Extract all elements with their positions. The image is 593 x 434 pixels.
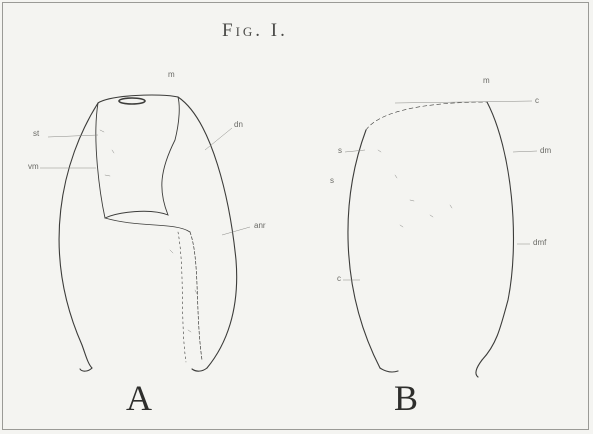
- panel-b-label-s-upper: s: [338, 146, 342, 155]
- panel-a-right-foot: [192, 368, 207, 371]
- panel-b-rim: [366, 102, 487, 130]
- panel-a-inner-sac: [96, 97, 179, 218]
- panel-b-right-foot: [476, 360, 482, 377]
- panel-a-oral-opening: [119, 98, 145, 104]
- panel-b-label-m: m: [483, 76, 490, 85]
- panel-a-sac-floor: [105, 218, 190, 232]
- panel-b-left-wall: [348, 130, 380, 368]
- panel-b-letter: B: [394, 377, 418, 419]
- panel-a-label-dn: dn: [234, 120, 243, 129]
- leader-b-s1: [345, 150, 365, 152]
- leader-a-st: [48, 135, 98, 137]
- panel-b-label-dm: dm: [540, 146, 551, 155]
- panel-a-label-vm: vm: [28, 162, 39, 171]
- panel-b-label-s-mid: s: [330, 176, 334, 185]
- panel-a-label-anr: anr: [254, 221, 266, 230]
- leader-b-c-top: [395, 101, 532, 103]
- panel-a-outer-left-wall: [59, 103, 98, 368]
- leader-a-anr: [222, 227, 250, 235]
- panel-b-label-c-top: c: [535, 96, 539, 105]
- panel-a-left-foot: [80, 368, 92, 371]
- panel-b-drawing: [348, 102, 514, 377]
- leader-b-dm: [513, 151, 537, 152]
- panel-a-column: [190, 232, 202, 360]
- panel-a-outer-right-wall: [178, 97, 237, 368]
- panel-b-left-foot: [380, 368, 398, 372]
- panel-b-label-c-lower: c: [337, 274, 341, 283]
- leader-a-dn: [205, 128, 232, 150]
- panel-a-label-m: m: [168, 70, 175, 79]
- panel-a-letter: A: [126, 377, 152, 419]
- panel-a-label-st: st: [33, 129, 39, 138]
- panel-b-label-dmf: dmf: [533, 238, 546, 247]
- panel-a-drawing: [59, 95, 237, 371]
- panel-b-right-wall: [482, 102, 513, 360]
